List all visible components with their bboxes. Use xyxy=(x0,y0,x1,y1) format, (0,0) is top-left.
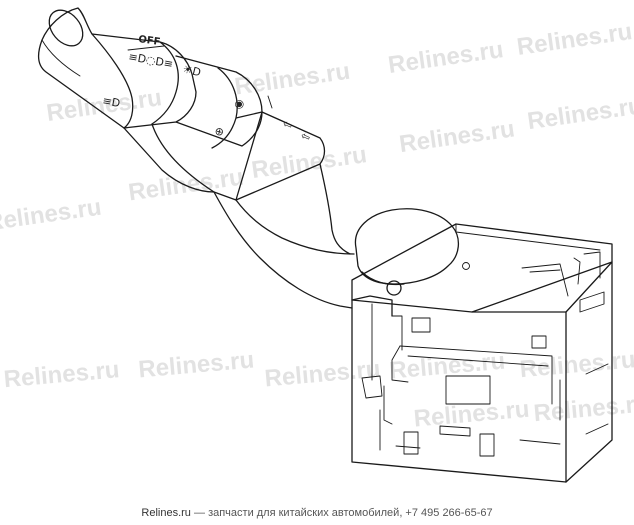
footer: Relines.ru — запчасти для китайских авто… xyxy=(0,507,634,519)
footer-text: запчасти для китайских автомобилей, +7 4… xyxy=(208,507,493,519)
watermark-text: Relines.ru xyxy=(0,194,103,237)
watermark-text: Relines.ru xyxy=(413,396,531,433)
rear-fog-icon: ⊕ xyxy=(213,124,225,139)
headlight-icon: ☀D xyxy=(181,62,202,79)
watermark-text: Relines.ru xyxy=(398,115,517,158)
parking-light-icon: ≡D◌D≡ xyxy=(127,50,174,71)
pivot-knob xyxy=(354,208,459,285)
housing-side xyxy=(565,261,613,483)
lever-tip-face xyxy=(48,9,84,47)
lever-end-cap xyxy=(37,7,134,129)
watermark-text: Relines.ru xyxy=(137,346,255,383)
pivot-pin xyxy=(386,280,402,296)
turn-arrow-icon: ⇦ xyxy=(299,129,313,145)
fog-light-icon: ◉ xyxy=(233,96,245,111)
combination-switch: OFF ≡D◌D≡ ☀D ≡D ◉ ⊕ ⇦ ⇦ xyxy=(37,7,613,483)
light-ring xyxy=(91,33,197,129)
watermark-text: Relines.ru xyxy=(515,18,634,61)
high-beam-icon: ≡D xyxy=(101,94,121,110)
connector-slot xyxy=(531,335,547,349)
terminal xyxy=(479,433,495,457)
label-plate xyxy=(445,375,491,405)
watermark-text: Relines.ru xyxy=(526,92,634,135)
watermark-text: Relines.ru xyxy=(250,141,369,184)
watermark-text: Relines.ru xyxy=(386,36,505,79)
connector-slot xyxy=(411,317,431,333)
watermarks: Relines.ru Relines.ru Relines.ru Relines… xyxy=(0,18,634,433)
lever-stalk xyxy=(213,191,353,309)
housing-top xyxy=(351,223,613,313)
watermark-text: Relines.ru xyxy=(3,356,121,393)
watermark-text: Relines.ru xyxy=(533,390,634,427)
footer-separator: — xyxy=(190,507,209,519)
turn-arrow-icon: ⇦ xyxy=(281,117,295,133)
watermark-text: Relines.ru xyxy=(388,348,506,385)
watermark-text: Relines.ru xyxy=(233,58,352,101)
terminal xyxy=(403,431,419,455)
footer-site: Relines.ru xyxy=(141,507,191,519)
off-label: OFF xyxy=(138,34,161,48)
